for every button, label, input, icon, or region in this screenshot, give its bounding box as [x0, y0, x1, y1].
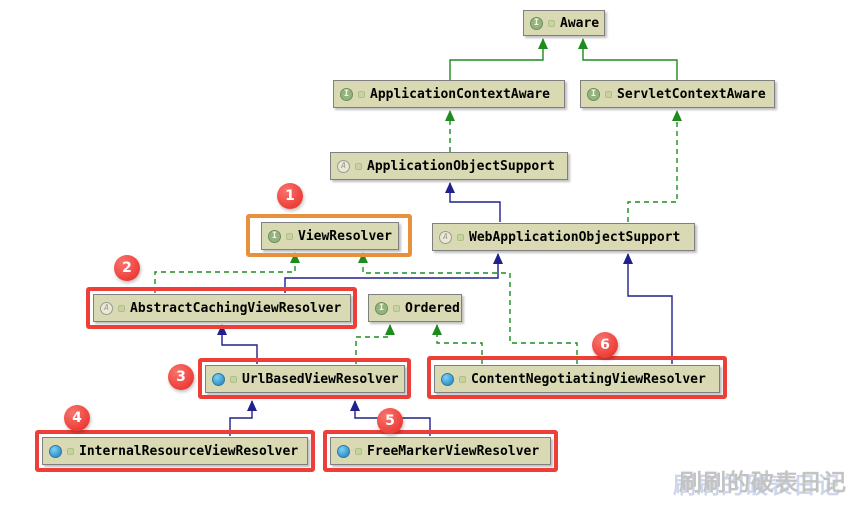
class-node-aware[interactable]: I Aware: [523, 10, 605, 36]
class-name: AbstractCachingViewResolver: [130, 300, 342, 316]
badge-2: 2: [114, 255, 140, 281]
interface-icon: I: [340, 87, 353, 101]
abstract-class-icon: A: [100, 301, 113, 315]
class-node-servlet-context-aware[interactable]: I ServletContextAware: [580, 80, 775, 108]
class-name: ViewResolver: [298, 228, 392, 244]
class-node-free-marker-view-resolver[interactable]: FreeMarkerViewResolver: [330, 437, 551, 465]
class-name: ServletContextAware: [617, 86, 766, 102]
badge-4: 4: [64, 405, 90, 431]
member-dot-icon: [286, 232, 293, 240]
class-node-abstract-caching-view-resolver[interactable]: A AbstractCachingViewResolver: [93, 294, 351, 322]
abstract-class-icon: A: [439, 230, 452, 244]
class-name: ApplicationContextAware: [370, 86, 551, 102]
interface-icon: I: [268, 229, 281, 243]
class-node-web-application-object-support[interactable]: A WebApplicationObjectSupport: [432, 223, 695, 251]
member-dot-icon: [355, 162, 362, 170]
member-dot-icon: [393, 304, 400, 312]
interface-icon: I: [530, 16, 543, 30]
member-dot-icon: [548, 19, 555, 27]
member-dot-icon: [67, 447, 74, 455]
watermark: 刷刷的破表日记 刷刷的破表日记: [659, 467, 849, 501]
class-name: ContentNegotiatingViewResolver: [471, 371, 706, 387]
class-icon: [212, 372, 225, 386]
watermark-text: 刷刷的破表日记: [679, 470, 847, 496]
class-icon: [441, 372, 454, 386]
interface-icon: I: [375, 301, 388, 315]
badge-6: 6: [592, 332, 618, 358]
class-node-content-negotiating-view-resolver[interactable]: ContentNegotiatingViewResolver: [434, 365, 720, 393]
member-dot-icon: [457, 233, 464, 241]
badge-5: 5: [377, 408, 403, 434]
member-dot-icon: [358, 90, 365, 98]
member-dot-icon: [230, 375, 237, 383]
class-node-view-resolver[interactable]: I ViewResolver: [261, 222, 399, 250]
badge-3: 3: [168, 364, 194, 390]
watermark-ghost-text: 刷刷的破表日记: [673, 473, 841, 499]
class-node-ordered[interactable]: I Ordered: [368, 294, 462, 322]
class-name: UrlBasedViewResolver: [242, 371, 399, 387]
member-dot-icon: [605, 90, 612, 98]
class-icon: [337, 444, 350, 458]
class-name: WebApplicationObjectSupport: [469, 229, 681, 245]
class-node-application-context-aware[interactable]: I ApplicationContextAware: [333, 80, 565, 108]
class-node-internal-resource-view-resolver[interactable]: InternalResourceViewResolver: [42, 437, 308, 465]
class-name: InternalResourceViewResolver: [79, 443, 299, 459]
abstract-class-icon: A: [337, 159, 350, 173]
member-dot-icon: [355, 447, 362, 455]
member-dot-icon: [459, 375, 466, 383]
member-dot-icon: [118, 304, 125, 312]
class-icon: [49, 444, 62, 458]
badge-1: 1: [277, 183, 303, 209]
class-name: FreeMarkerViewResolver: [367, 443, 540, 459]
class-node-url-based-view-resolver[interactable]: UrlBasedViewResolver: [205, 365, 405, 393]
class-node-application-object-support[interactable]: A ApplicationObjectSupport: [330, 152, 568, 180]
class-name: Aware: [560, 15, 600, 31]
class-name: Ordered: [405, 300, 460, 316]
class-name: ApplicationObjectSupport: [367, 158, 555, 174]
interface-icon: I: [587, 87, 600, 101]
